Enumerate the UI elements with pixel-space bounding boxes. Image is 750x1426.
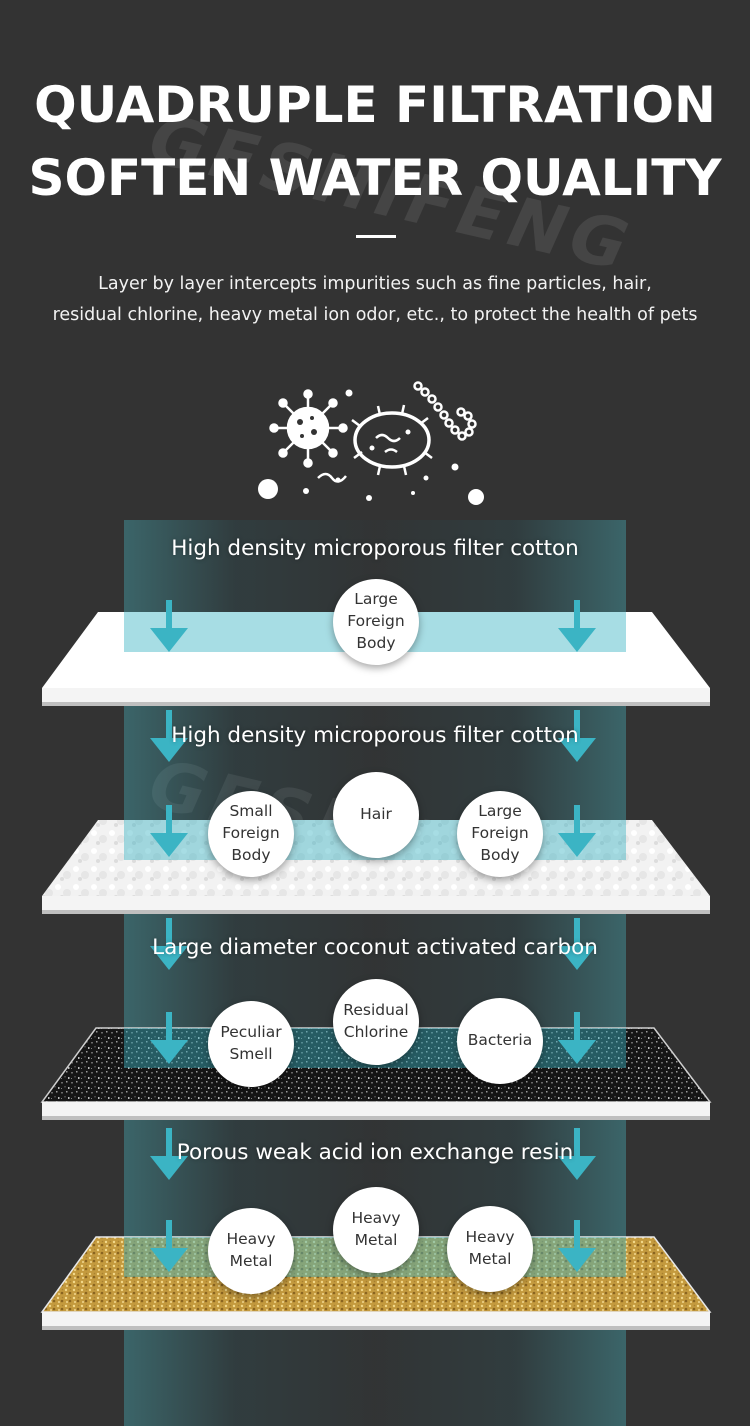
layer-label: Large diameter coconut activated carbon xyxy=(152,935,598,960)
layer-label: High density microporous filter cotton xyxy=(171,723,579,748)
impurity-bubble: Large Foreign Body xyxy=(457,791,543,877)
layer-label: High density microporous filter cotton xyxy=(171,536,579,561)
page-title: SOFTEN WATER QUALITY xyxy=(28,149,722,207)
layer-label: Porous weak acid ion exchange resin xyxy=(176,1140,574,1165)
bacterium-icon xyxy=(351,404,433,476)
impurity-bubble: Bacteria xyxy=(457,998,543,1084)
page-subtitle: Layer by layer intercepts impurities suc… xyxy=(98,274,652,294)
impurity-bubble: Heavy Metal xyxy=(208,1208,294,1294)
impurity-bubble: Hair xyxy=(333,772,419,858)
worm-icon xyxy=(317,472,347,483)
page-subtitle: residual chlorine, heavy metal ion odor,… xyxy=(52,305,698,325)
impurity-bubble: Large Foreign Body xyxy=(333,579,419,665)
impurity-bubble: Peculiar Smell xyxy=(208,1001,294,1087)
virus-icon xyxy=(269,389,348,468)
impurity-bubble: Heavy Metal xyxy=(333,1187,419,1273)
microbes-icon xyxy=(258,381,484,505)
impurity-bubble: Heavy Metal xyxy=(447,1206,533,1292)
chain-icon xyxy=(413,381,477,441)
impurity-bubble: Small Foreign Body xyxy=(208,791,294,877)
page-title: QUADRUPLE FILTRATION xyxy=(34,76,716,134)
impurity-bubble: Residual Chlorine xyxy=(333,979,419,1065)
title-divider xyxy=(356,235,396,238)
particle-dots xyxy=(258,389,484,505)
